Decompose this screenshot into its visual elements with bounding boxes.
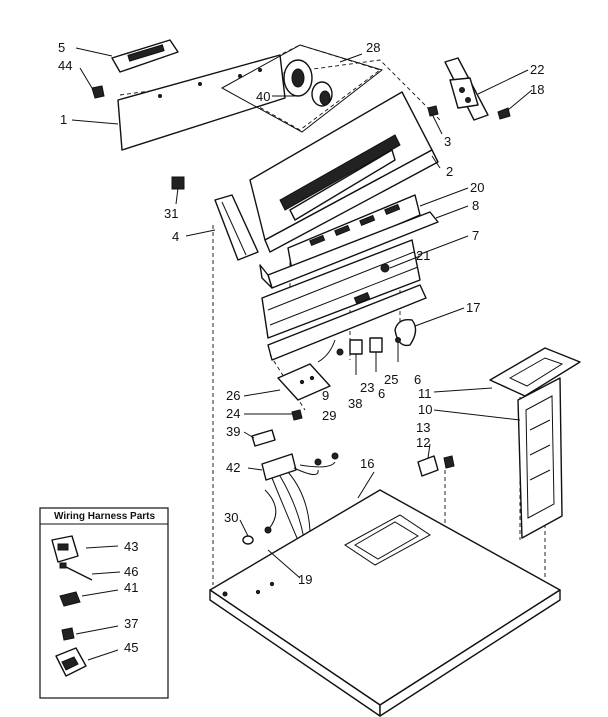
part-5-bracket [111, 39, 179, 73]
part-4-end-cap [214, 194, 259, 261]
callout-8: 8 [472, 198, 479, 213]
callout-9: 9 [322, 388, 329, 403]
callout-29: 29 [322, 408, 336, 423]
callout-38: 38 [348, 396, 362, 411]
part-3-screw [427, 105, 439, 117]
part-38-wire-lead [317, 339, 344, 363]
wiring-harness-legend: Wiring Harness Parts 43 46 41 37 [39, 507, 169, 699]
callout-20: 20 [470, 180, 484, 195]
callout-24: 24 [226, 406, 240, 421]
legend-part-37-wire-nut [61, 627, 75, 641]
lower-mounting-strip [267, 284, 427, 361]
part-28-timer-assembly [220, 44, 384, 133]
part-23-relay [349, 339, 363, 375]
part-12-screw [443, 455, 455, 469]
legend-part-45-plug [55, 647, 87, 677]
callout-19: 19 [298, 572, 312, 587]
part-2-control-console [249, 91, 439, 253]
callout-1: 1 [60, 112, 67, 127]
legend-part-41-terminal [59, 591, 81, 607]
callout-26: 26 [226, 388, 240, 403]
callout-6-lower: 6 [378, 386, 385, 401]
callout-44: 44 [58, 58, 72, 73]
leader-lines [71, 47, 533, 579]
part-22-side-bracket [444, 57, 489, 121]
part-20-switch-panel [287, 194, 421, 271]
callout-40: 40 [256, 89, 270, 104]
part-30-connector [242, 535, 254, 545]
callout-5: 5 [58, 40, 65, 55]
part-13-clip [417, 455, 439, 477]
callout-2: 2 [446, 164, 453, 179]
part-24-screw [291, 409, 303, 421]
callout-25: 25 [384, 372, 398, 387]
part-44-screw [91, 85, 105, 99]
legend-callout-37: 37 [124, 616, 138, 631]
part-16-cabinet-top [209, 489, 561, 717]
part-10-lint-housing [517, 377, 563, 539]
callout-11: 11 [418, 386, 432, 401]
callout-7: 7 [472, 228, 479, 243]
callout-16: 16 [360, 456, 374, 471]
callout-3: 3 [444, 134, 451, 149]
legend-part-46-cable-tie [59, 562, 93, 581]
callout-42: 42 [226, 460, 240, 475]
legend-frame [39, 507, 169, 699]
callout-30: 30 [224, 510, 238, 525]
legend-part-43-connector [51, 535, 79, 563]
callout-21: 21 [416, 248, 430, 263]
callout-labels: 5 44 1 28 40 22 18 3 2 20 31 8 4 7 21 17… [58, 40, 544, 587]
callout-13: 13 [416, 420, 430, 435]
part-1-rear-panel [117, 54, 286, 151]
callout-4: 4 [172, 229, 179, 244]
callout-12: 12 [416, 435, 430, 450]
legend-callout-45: 45 [124, 640, 138, 655]
part-26-mounting-plate [277, 363, 331, 401]
part-6-screw [395, 337, 401, 362]
callout-31: 31 [164, 206, 178, 221]
callout-39: 39 [226, 424, 240, 439]
legend-callout-43: 43 [124, 539, 138, 554]
callout-23: 23 [360, 380, 374, 395]
callout-6-upper: 6 [414, 372, 421, 387]
part-21-clip [380, 263, 390, 273]
part-18-screw [497, 107, 511, 120]
part-25-relay [369, 337, 383, 372]
legend-title: Wiring Harness Parts [54, 511, 155, 522]
part-39-clip [251, 429, 276, 447]
callout-10: 10 [418, 402, 432, 417]
part-8-frame-rail [259, 211, 439, 289]
legend-callout-41: 41 [124, 580, 138, 595]
callout-28: 28 [366, 40, 380, 55]
callout-18: 18 [530, 82, 544, 97]
part-11-lint-screen-cover [489, 347, 581, 397]
callout-22: 22 [530, 62, 544, 77]
part-31-clip [171, 176, 185, 190]
legend-callout-46: 46 [124, 564, 138, 579]
callout-17: 17 [466, 300, 480, 315]
part-7-support-channel [261, 239, 421, 339]
